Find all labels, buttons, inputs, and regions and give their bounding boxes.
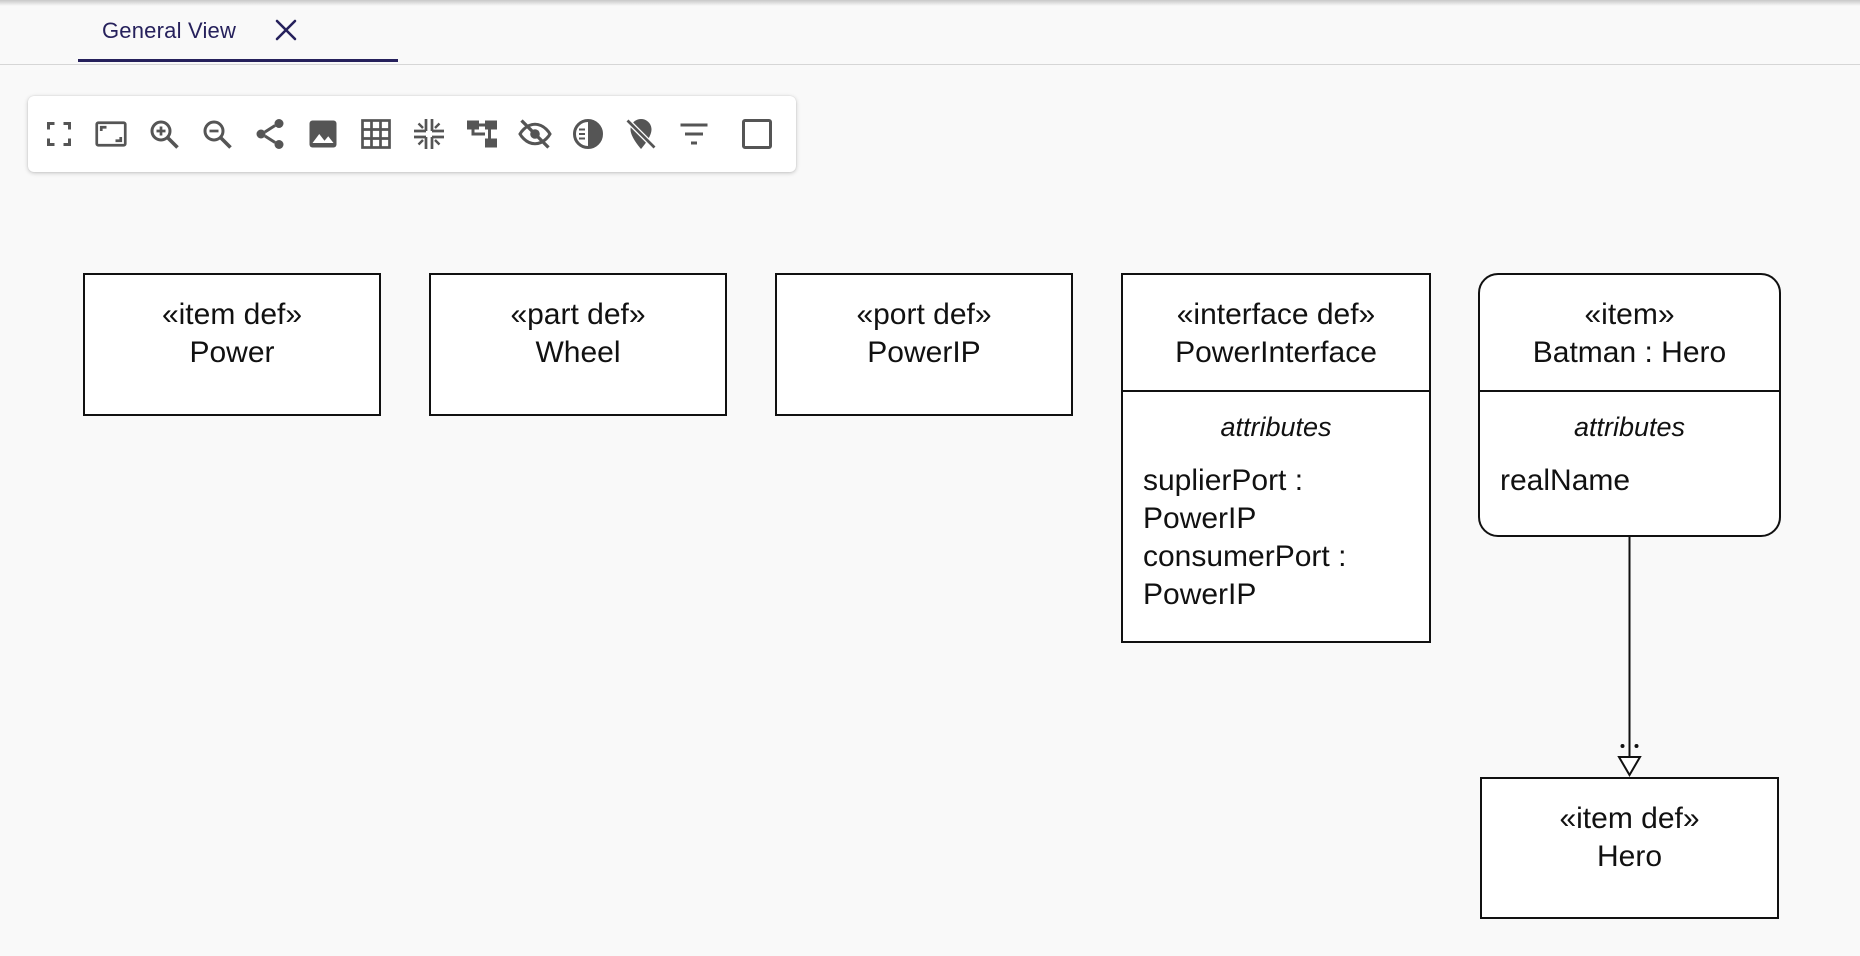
node-stereotype: «port def» bbox=[856, 298, 992, 331]
arrange-icon[interactable] bbox=[406, 111, 452, 157]
node-name: Wheel bbox=[535, 336, 621, 369]
node-item-def-power[interactable]: «item def» Power bbox=[83, 273, 381, 416]
node-stereotype: «part def» bbox=[510, 298, 646, 331]
node-name: Power bbox=[189, 336, 275, 369]
node-stereotype: «item def» bbox=[161, 298, 303, 331]
node-header: «part def» Wheel bbox=[431, 275, 725, 372]
attribute-line[interactable]: realName bbox=[1500, 464, 1631, 497]
node-interface-def-powerinterface[interactable]: «interface def» PowerInterface attribute… bbox=[1121, 273, 1431, 643]
diagram-toolbar bbox=[28, 96, 796, 172]
tab-general-view[interactable]: General View bbox=[78, 0, 398, 62]
node-item-def-hero[interactable]: «item def» Hero bbox=[1480, 777, 1779, 919]
filter-icon[interactable] bbox=[671, 111, 717, 157]
node-item-batman[interactable]: «item» Batman : Hero attributes realName bbox=[1478, 273, 1781, 537]
grid-icon[interactable] bbox=[353, 111, 399, 157]
window-top-shadow bbox=[0, 0, 1860, 6]
node-header: «item def» Hero bbox=[1482, 779, 1777, 876]
tab-bar: General View bbox=[0, 0, 1860, 65]
node-header: «interface def» PowerInterface bbox=[1123, 275, 1429, 390]
compartment-title: attributes bbox=[1573, 412, 1686, 442]
compartment-title: attributes bbox=[1220, 412, 1332, 442]
attribute-line[interactable]: consumerPort : bbox=[1143, 540, 1347, 573]
attribute-line[interactable]: PowerIP bbox=[1143, 578, 1257, 611]
node-name: PowerInterface bbox=[1175, 336, 1377, 369]
node-name: Hero bbox=[1596, 840, 1663, 873]
attribute-list: realName bbox=[1480, 444, 1779, 500]
pin-off-icon[interactable] bbox=[618, 111, 664, 157]
node-header: «item def» Power bbox=[85, 275, 379, 372]
attribute-line[interactable]: suplierPort : bbox=[1143, 464, 1304, 497]
attribute-list: suplierPort : PowerIP consumerPort : Pow… bbox=[1123, 444, 1429, 614]
node-header: «port def» PowerIP bbox=[777, 275, 1071, 372]
node-stereotype: «interface def» bbox=[1176, 298, 1376, 331]
visibility-off-icon[interactable] bbox=[512, 111, 558, 157]
zoom-in-icon[interactable] bbox=[141, 111, 187, 157]
node-port-def-powerip[interactable]: «port def» PowerIP bbox=[775, 273, 1073, 416]
attributes-compartment: attributes realName bbox=[1480, 390, 1779, 500]
account-tree-icon[interactable] bbox=[459, 111, 505, 157]
attribute-line[interactable]: PowerIP bbox=[1143, 502, 1257, 535]
aspect-ratio-icon[interactable] bbox=[88, 111, 134, 157]
attributes-compartment: attributes suplierPort : PowerIP consume… bbox=[1123, 390, 1429, 614]
node-stereotype: «item def» bbox=[1559, 802, 1700, 835]
node-name: PowerIP bbox=[867, 336, 981, 369]
contrast-icon[interactable] bbox=[565, 111, 611, 157]
node-part-def-wheel[interactable]: «part def» Wheel bbox=[429, 273, 727, 416]
node-name: Batman : Hero bbox=[1532, 336, 1727, 369]
square-icon[interactable] bbox=[734, 111, 780, 157]
fullscreen-icon[interactable] bbox=[36, 111, 82, 157]
close-icon[interactable] bbox=[272, 16, 300, 44]
zoom-out-icon[interactable] bbox=[194, 111, 240, 157]
share-icon[interactable] bbox=[247, 111, 293, 157]
image-icon[interactable] bbox=[300, 111, 346, 157]
tab-label: General View bbox=[102, 18, 237, 43]
node-header: «item» Batman : Hero bbox=[1480, 275, 1779, 390]
node-stereotype: «item» bbox=[1584, 298, 1675, 331]
